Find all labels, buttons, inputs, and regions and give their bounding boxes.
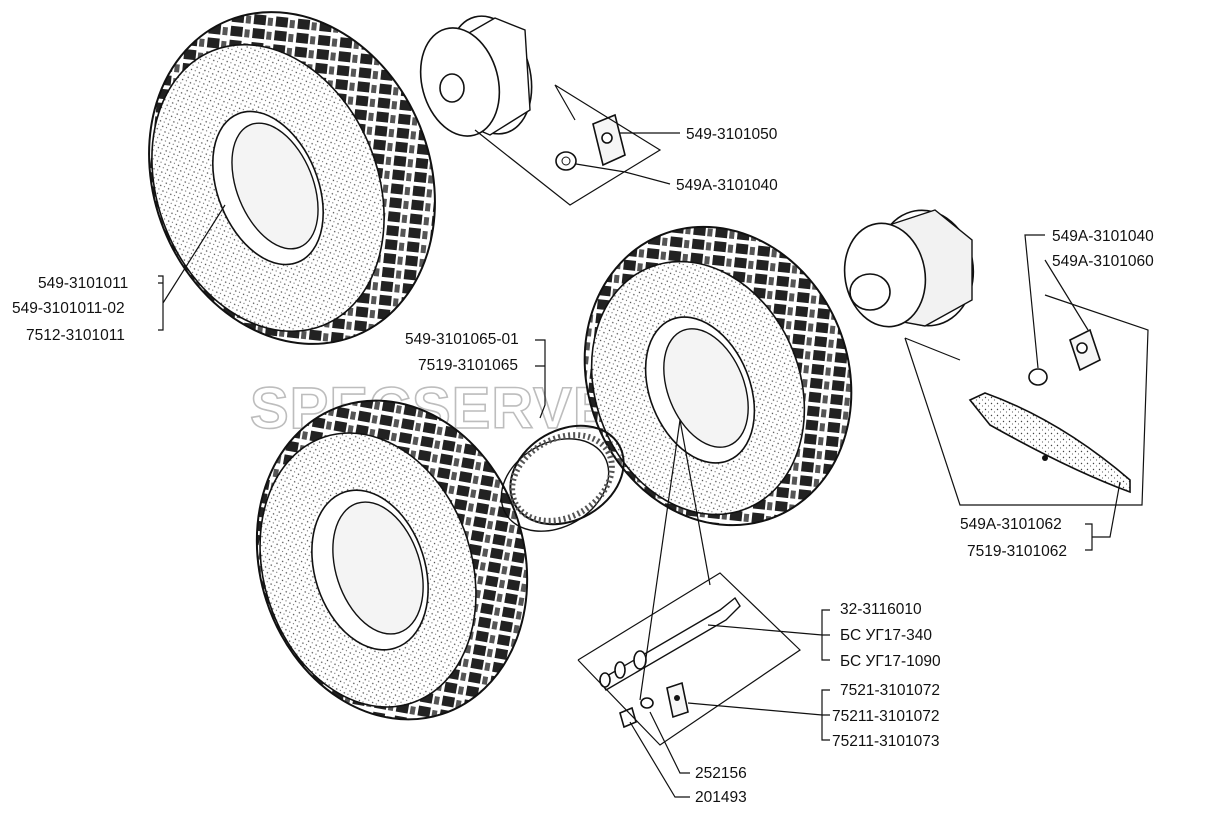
label-549A-3101060: 549A-3101060 bbox=[1052, 253, 1154, 270]
label-32-3116010: 32-3116010 bbox=[840, 601, 922, 618]
label-75211-3101072: 75211-3101072 bbox=[832, 708, 939, 725]
tire-top-left bbox=[148, 11, 436, 345]
label-7512-3101011: 7512-3101011 bbox=[26, 327, 125, 344]
label-549-3101011: 549-3101011 bbox=[38, 275, 128, 292]
label-549-3101065-01: 549-3101065-01 bbox=[405, 331, 519, 348]
label-7519-3101065: 7519-3101065 bbox=[418, 357, 518, 374]
wheel-hub-right bbox=[843, 209, 975, 328]
callout-box-top bbox=[474, 84, 662, 206]
leader-lines bbox=[158, 132, 1121, 798]
clamp-right bbox=[1028, 328, 1101, 386]
lock-ring bbox=[968, 392, 1131, 494]
label-549A-3101040-top: 549A-3101040 bbox=[676, 177, 778, 194]
label-549A-3101062: 549A-3101062 bbox=[960, 516, 1062, 533]
label-201493: 201493 bbox=[695, 789, 747, 806]
tire-bottom-left bbox=[255, 399, 529, 721]
label-bs-ug17-1090: БС УГ17-1090 bbox=[840, 653, 941, 670]
label-bs-ug17-340: БС УГ17-340 bbox=[840, 627, 932, 644]
callout-box-right bbox=[904, 294, 1149, 506]
label-7519-3101062: 7519-3101062 bbox=[967, 543, 1067, 560]
label-252156: 252156 bbox=[695, 765, 747, 782]
callout-box-valve bbox=[577, 572, 801, 746]
label-75211-3101073: 75211-3101073 bbox=[832, 733, 939, 750]
label-549-3101011-02: 549-3101011-02 bbox=[12, 300, 125, 317]
tire-middle-right bbox=[583, 225, 853, 527]
label-7521-3101072: 7521-3101072 bbox=[840, 682, 940, 699]
label-549A-3101040-right: 549A-3101040 bbox=[1052, 228, 1154, 245]
clamp-top bbox=[555, 113, 626, 171]
rim-band bbox=[500, 424, 625, 532]
label-549-3101050: 549-3101050 bbox=[686, 126, 778, 143]
valve-parts bbox=[599, 596, 741, 729]
wheel-hub-top bbox=[419, 15, 533, 137]
